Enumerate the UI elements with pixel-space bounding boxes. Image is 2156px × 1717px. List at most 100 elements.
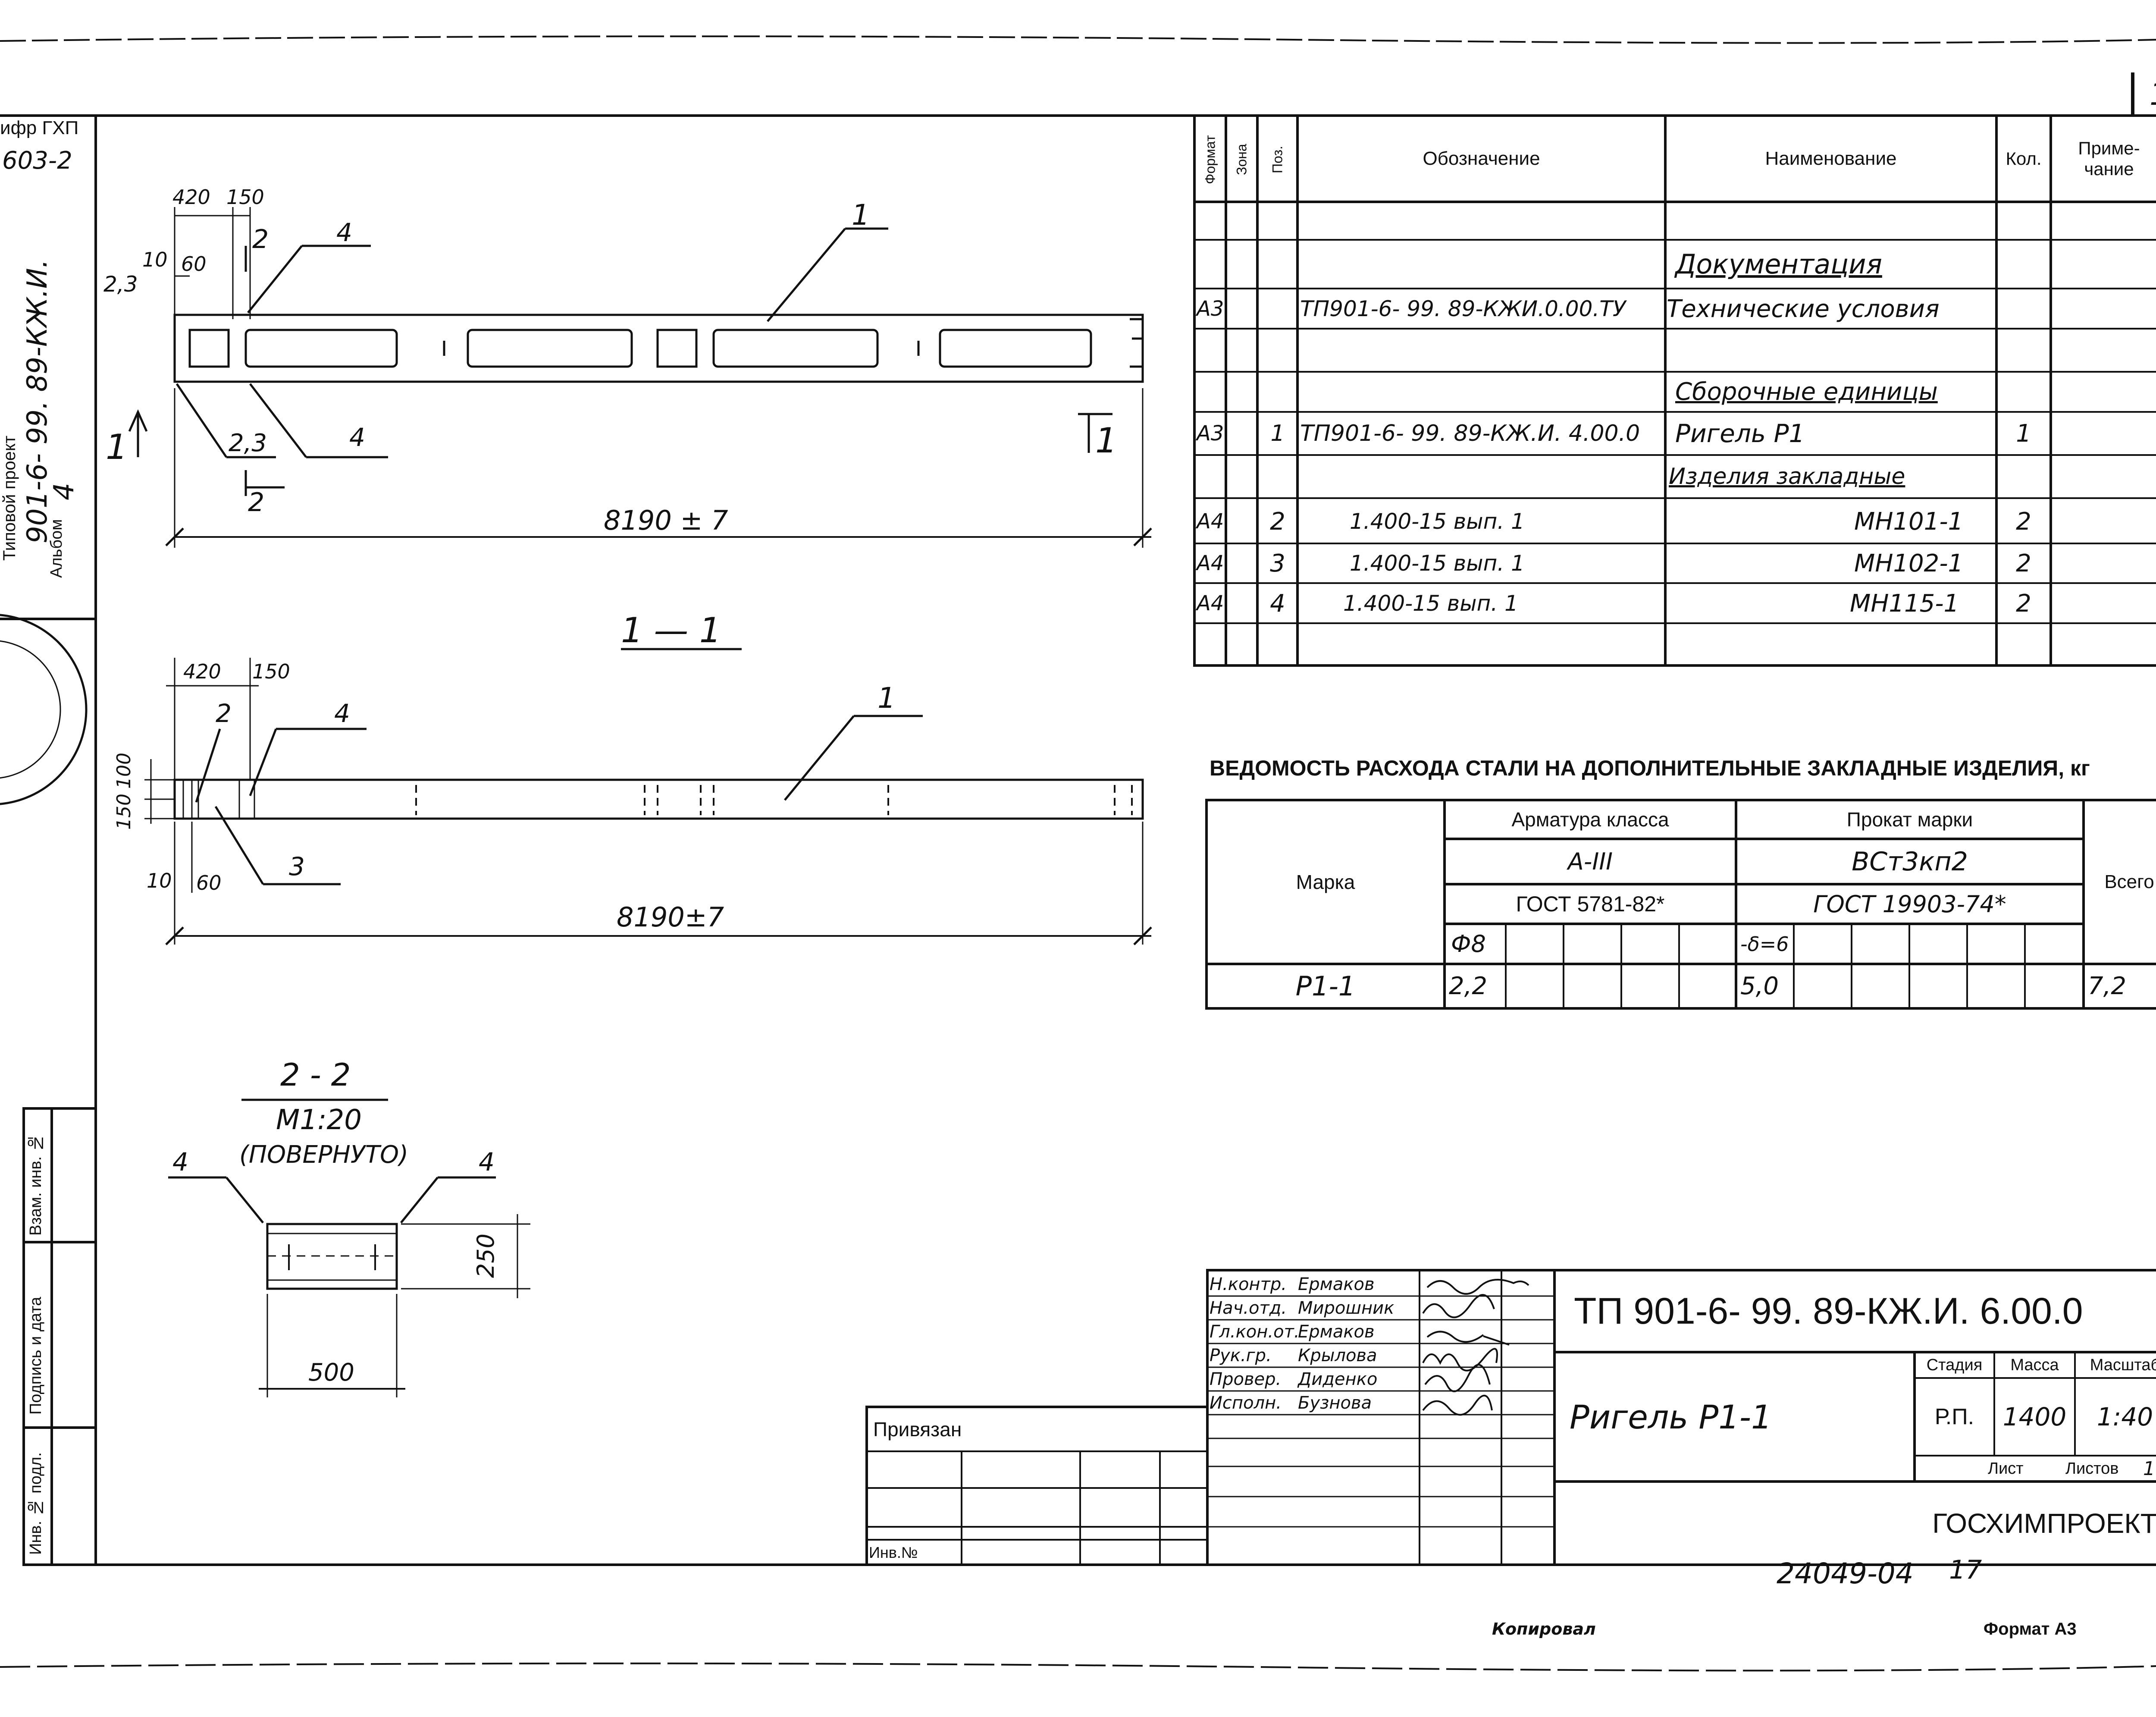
role-label: Нач.отд. [1210,1298,1287,1318]
inventory-number: 24049-04 [1777,1557,1914,1590]
spec-row-pos: 3 [1270,549,1285,578]
length-dim-top: 8190 ± 7 [604,505,728,536]
spec-row-fmt: А4 [1197,551,1224,575]
spec-row-qty: 2 [2016,589,2031,618]
spec-header-zone: Зона [1234,144,1250,176]
section-22-height: 250 [472,1234,499,1278]
format-label: Формат А3 [1984,1620,2077,1639]
spec-row-name: Технические условия [1667,295,1940,323]
spec-header-format: Формат [1202,135,1218,184]
section-22-view [168,1099,530,1397]
role-name: Диденко [1298,1369,1378,1389]
sheets-header: Листов [2065,1459,2119,1478]
section-11-title: 1 — 1 [621,610,721,650]
spec-row-name: Ригель Р1 [1675,419,1805,448]
dim-60-sec: 60 [196,871,222,895]
sheet-header: Лист [1988,1459,2024,1478]
steel-row-total: 7,2 [2088,972,2127,1000]
steel-total-header: Всего [2104,871,2154,892]
dim-2-3-left: 2,3 [103,272,138,297]
spec-row-name: МН102-1 [1854,549,1964,578]
pos-2-sec: 2 [216,699,232,728]
role-name: Ермаков [1298,1321,1375,1342]
spec-row-fmt: А3 [1197,297,1224,321]
role-label: Исполн. [1210,1393,1282,1413]
spec-row-des: ТП901-6- 99. 89-КЖ.И. 4.00.0 [1300,421,1640,446]
spec-row-des: ТП901-6- 99. 89-КЖИ.0.00.ТУ [1300,296,1626,321]
spec-row-pos: 1 [1270,421,1285,446]
pos-1-top: 1 [852,198,870,232]
cut-1-right: 1 [1095,421,1117,461]
steel-prokat-size: -δ=6 [1740,932,1789,956]
pos-4-bottom: 4 [349,423,365,452]
length-dim-sec: 8190±7 [617,901,724,933]
spec-row-pos: 4 [1270,589,1285,618]
section-22-pos-right: 4 [479,1147,495,1177]
spec-row-qty: 2 [2016,507,2031,536]
steel-mark-header: Марка [1296,871,1355,893]
spec-row-fmt: А4 [1197,591,1224,615]
steel-row-arm: 2,2 [1449,972,1488,1000]
cut-2-bottom: 2 [248,487,265,518]
role-name: Бузнова [1298,1393,1372,1413]
album-value: 4 [48,483,80,500]
role-name: Ермаков [1298,1274,1375,1294]
vzam-label: Взам. инв. № [27,1133,45,1236]
sheets-value: 1 [2143,1457,2155,1480]
section-22-title: 2 - 2 [280,1057,351,1093]
spec-header-pos: Поз. [1269,146,1285,173]
role-name: Крылова [1298,1345,1377,1365]
role-label: Гл.кон.от. [1210,1321,1300,1342]
steel-row-mark: Р1-1 [1295,970,1356,1002]
spec-header-name: Наименование [1765,148,1897,169]
spec-header-note: Приме- чание [2078,138,2140,179]
pos-4-top: 4 [336,218,352,247]
mass-value: 1400 [2002,1402,2067,1431]
section-22-width: 500 [308,1359,354,1387]
beam-section-view [144,648,1152,945]
sign-date-label: Подпись и дата [27,1296,45,1415]
spec-row-qty: 1 [2016,419,2031,448]
dim-10-top: 10 [142,248,168,271]
spec-row-des: 1.400-15 вып. 1 [1350,551,1525,576]
spec-header-designation: Обозначение [1423,148,1540,169]
project-label: Типовой проект [0,435,19,561]
spec-header-qty: Кол. [2006,148,2042,169]
spec-row-des: 1.400-15 вып. 1 [1350,509,1525,534]
spec-row-fmt: А4 [1197,509,1224,534]
page-number: 17 [1949,1555,1982,1585]
steel-row-prokat: 5,0 [1740,972,1779,1000]
dim-60-top: 60 [181,252,207,276]
spec-section-embedded: Изделия закладные [1669,464,1905,490]
dim-100-sec: 100 [113,753,135,789]
steel-table-title: ВЕДОМОСТЬ РАСХОДА СТАЛИ НА ДОПОЛНИТЕЛЬНЫ… [1210,756,2090,780]
steel-arm-class: А-III [1567,848,1613,875]
pos-3-sec: 3 [289,852,305,881]
cipher-label: ифр ГХП [0,117,79,138]
spec-row-name: МН115-1 [1850,589,1959,618]
dim-420-top: 420 [172,185,210,209]
spec-row-name: МН101-1 [1854,507,1964,536]
steel-arm-gost: ГОСТ 5781-82* [1516,892,1665,916]
stage-header: Стадия [1926,1356,1983,1374]
spec-section-assemblies: Сборочные единицы [1675,378,1938,406]
steel-prokat-mark: ВСт3кп2 [1852,846,1968,877]
dim-2-3-bottom: 2,3 [229,429,267,457]
cut-1-left: 1 [106,427,128,467]
scale-value: 1:40 [2096,1402,2153,1431]
role-label: Рук.гр. [1210,1345,1272,1365]
beam-plan-view [128,207,1152,548]
stage-value: Р.П. [1934,1404,1974,1429]
role-label: Н.контр. [1210,1274,1287,1294]
dim-150-sec: 150 [252,660,290,683]
steel-prokat-gost: ГОСТ 19903-74* [1813,890,2006,918]
steel-arm-dia: Ф8 [1451,930,1486,957]
inv-podl-label: Инв. № подл. [27,1452,45,1555]
section-22-note: (ПОВЕРНУТО) [239,1141,408,1169]
dim-150-vert: 150 [113,794,135,830]
spec-row-qty: 2 [2016,549,2031,578]
section-22-scale: М1:20 [276,1104,362,1136]
spec-row-des: 1.400-15 вып. 1 [1343,591,1518,616]
